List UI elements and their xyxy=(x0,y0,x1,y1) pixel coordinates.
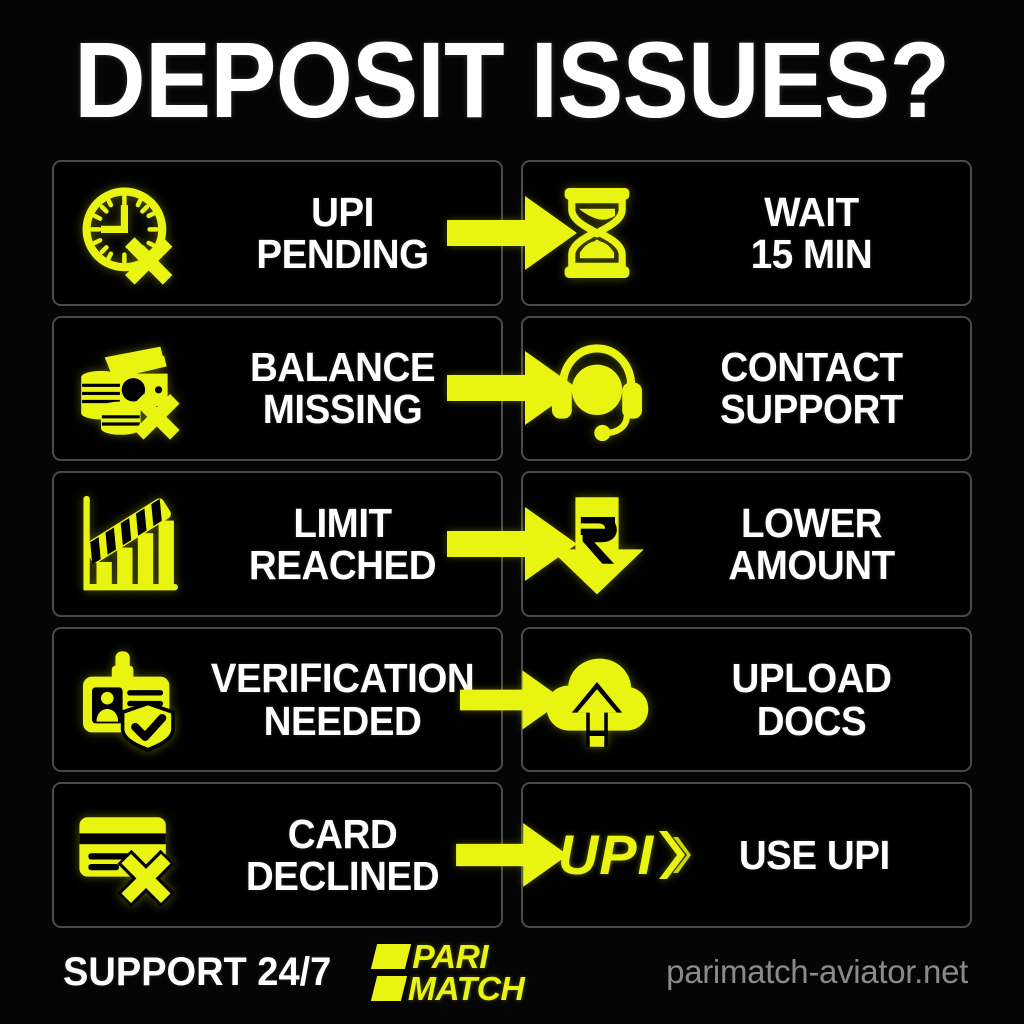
solution-label-line2: 15 MIN xyxy=(750,230,873,277)
problem-label: UPI PENDING xyxy=(207,188,479,277)
brand-slab-icon xyxy=(371,975,408,1001)
problem-label-line1: LIMIT xyxy=(293,499,392,546)
issue-row: VERIFICATION NEEDED xyxy=(52,626,972,773)
problem-label-line2: DECLINED xyxy=(245,853,440,900)
issue-rows: UPI PENDING xyxy=(0,160,1024,928)
problem-label-line1: VERIFICATION xyxy=(210,655,475,702)
solution-label-line2: SUPPORT xyxy=(719,386,904,433)
problem-label-line2: NEEDED xyxy=(263,697,422,744)
hourglass-icon xyxy=(537,178,657,288)
rupee-down-arrow-icon xyxy=(537,489,657,599)
parimatch-logo: PARI MATCH xyxy=(371,937,525,1007)
solution-label-line2: AMOUNT xyxy=(728,541,895,588)
problem-card-limit-reached[interactable]: LIMIT REACHED xyxy=(52,471,503,617)
problem-label-line2: MISSING xyxy=(262,386,423,433)
support-text: SUPPORT 24/7 xyxy=(63,949,332,994)
headset-icon xyxy=(537,333,657,443)
problem-label-line1: BALANCE xyxy=(249,344,436,391)
problem-label-line2: PENDING xyxy=(256,230,429,277)
id-card-shield-icon xyxy=(68,645,188,755)
solution-label: UPLOAD DOCS xyxy=(676,655,948,744)
solution-label-line1: WAIT xyxy=(764,188,859,235)
problem-label: BALANCE MISSING xyxy=(207,344,479,433)
brand-word-pari: PARI xyxy=(412,937,489,975)
clock-x-icon xyxy=(68,178,188,288)
page-title: DEPOSIT ISSUES? xyxy=(74,19,950,140)
brand-row-pari: PARI xyxy=(371,937,523,975)
solution-card-contact-support[interactable]: CONTACT SUPPORT xyxy=(521,315,972,462)
upi-logo-icon: UPI xyxy=(537,827,712,883)
bar-chart-barrier-icon xyxy=(68,489,188,599)
problem-label-line2: REACHED xyxy=(248,541,437,588)
issue-row: UPI PENDING xyxy=(52,160,972,306)
problem-card-verification-needed[interactable]: VERIFICATION NEEDED xyxy=(52,626,503,773)
credit-card-x-icon xyxy=(68,800,188,910)
solution-label: USE UPI xyxy=(739,834,890,876)
solution-card-upload-docs[interactable]: UPLOAD DOCS xyxy=(521,626,972,773)
upi-logo-text: UPI xyxy=(557,823,655,887)
problem-card-balance-missing[interactable]: BALANCE MISSING xyxy=(52,315,503,462)
problem-card-card-declined[interactable]: CARD DECLINED xyxy=(52,782,503,928)
solution-card-use-upi[interactable]: UPI USE UPI xyxy=(521,782,972,928)
site-url: parimatch-aviator.net xyxy=(666,953,968,990)
problem-label-line1: CARD xyxy=(287,810,398,857)
brand-row-match: MATCH xyxy=(371,969,525,1007)
upi-chevron-icon xyxy=(657,829,692,881)
problem-label: LIMIT REACHED xyxy=(207,499,479,588)
issue-row: CARD DECLINED UPI xyxy=(52,782,972,928)
footer: SUPPORT 24/7 PARI MATCH parimatch-aviato… xyxy=(0,928,1024,1024)
problem-label-line1: UPI xyxy=(311,188,374,235)
money-x-icon xyxy=(68,333,188,443)
problem-label: VERIFICATION NEEDED xyxy=(207,655,479,744)
issue-row: BALANCE MISSING xyxy=(52,315,972,462)
brand-slab-icon xyxy=(371,943,412,969)
solution-label: CONTACT SUPPORT xyxy=(676,344,948,433)
problem-card-upi-pending[interactable]: UPI PENDING xyxy=(52,160,503,306)
cloud-upload-icon xyxy=(537,645,657,755)
solution-label-line1: LOWER xyxy=(740,499,883,546)
solution-label-line2: DOCS xyxy=(756,697,867,744)
solution-card-wait-15-min[interactable]: WAIT 15 MIN xyxy=(521,160,972,306)
issue-row: LIMIT REACHED xyxy=(52,471,972,617)
solution-label: LOWER AMOUNT xyxy=(676,499,948,588)
solution-card-lower-amount[interactable]: LOWER AMOUNT xyxy=(521,471,972,617)
problem-label: CARD DECLINED xyxy=(207,810,479,900)
solution-label-line1: UPLOAD xyxy=(731,655,892,702)
solution-label-line1: CONTACT xyxy=(720,344,903,391)
title-section: DEPOSIT ISSUES? xyxy=(0,0,1024,160)
solution-label-line1: USE UPI xyxy=(738,832,890,879)
solution-label: WAIT 15 MIN xyxy=(676,188,948,277)
brand-word-match: MATCH xyxy=(408,969,525,1007)
